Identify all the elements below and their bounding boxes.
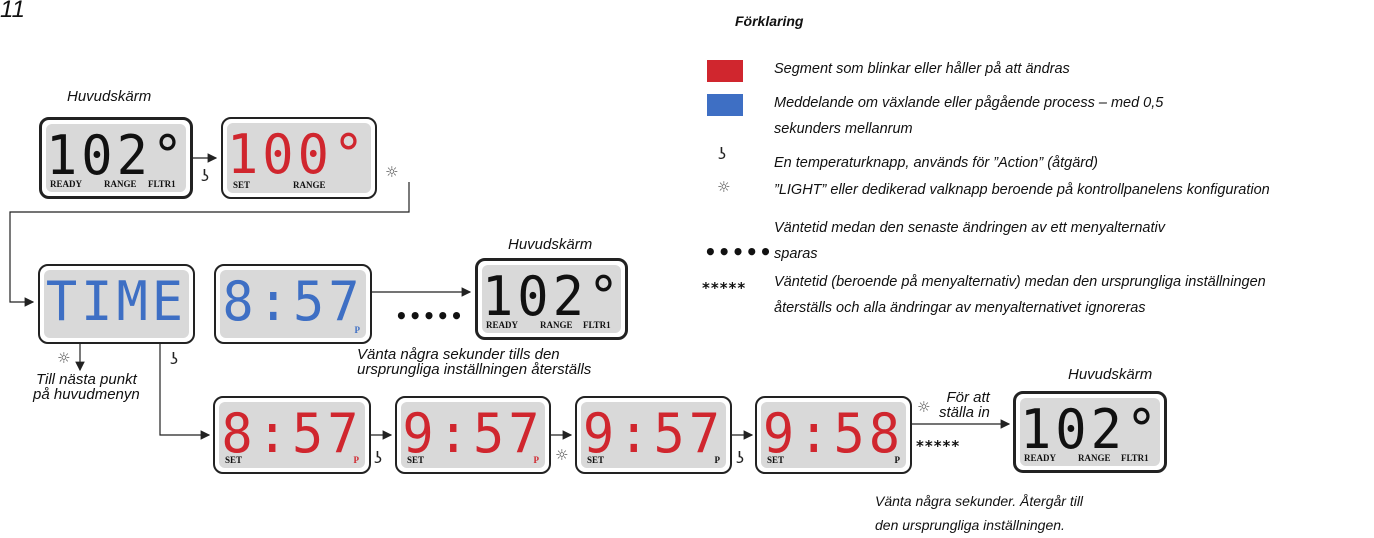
lcd-display-time-value: 8:57 P	[214, 264, 372, 344]
note-line: För att	[946, 389, 990, 406]
lcd-display-set-temp: 100°F SET RANGE	[221, 117, 377, 199]
temperature-button-icon: ʖ	[374, 448, 383, 467]
lcd-label: READY	[486, 320, 519, 330]
note-line: Till nästa punkt	[35, 371, 137, 388]
legend-item-text: Väntetid medan den senaste ändringen av …	[774, 215, 1165, 267]
note-line: Vänta några sekunder. Återgår till	[875, 493, 1084, 509]
light-button-icon: ☼	[917, 398, 931, 416]
lcd-label: RANGE	[293, 180, 326, 190]
lcd-label: RANGE	[1078, 453, 1111, 463]
temperature-button-icon: ʖ	[736, 448, 745, 467]
lcd-label: SET	[225, 455, 243, 465]
note-line: Vänta några sekunder tills den	[357, 346, 560, 363]
note-line: den ursprungliga inställningen.	[875, 517, 1065, 533]
lcd-display-main: 102°F READY RANGE FLTR1	[475, 258, 628, 340]
lcd-label: P	[353, 455, 360, 465]
temperature-button-icon: ʖ	[718, 144, 727, 163]
note-line: på huvudmenyn	[33, 386, 140, 403]
legend-item-text: En temperaturknapp, används för ”Action”…	[774, 155, 1098, 171]
light-button-icon: ☼	[717, 178, 731, 196]
note-wait-restore: Vänta några sekunder tills den ursprungl…	[357, 347, 591, 377]
temperature-button-icon: ʖ	[170, 349, 179, 368]
legend-line: sparas	[774, 246, 818, 262]
lcd-digits: 9:57	[582, 402, 725, 466]
light-button-icon: ☼	[555, 446, 569, 464]
lcd-display-hour-edit: 9:57 SET P	[395, 396, 551, 474]
legend-item-text: Väntetid (beroende på menyalternativ) me…	[774, 269, 1266, 321]
light-button-icon: ☼	[385, 163, 399, 181]
note-next-item: Till nästa punkt på huvudmenyn	[33, 372, 140, 402]
legend-line: Väntetid (beroende på menyalternativ) me…	[774, 274, 1266, 290]
light-button-icon: ☼	[57, 349, 71, 367]
temperature-button-icon: ʖ	[201, 166, 210, 185]
legend-line: sekunders mellanrum	[774, 121, 913, 137]
note-wait-return: Vänta några sekunder. Återgår till den u…	[875, 489, 1083, 537]
note-to-set: För att ställa in	[939, 390, 990, 420]
blue-swatch	[707, 94, 743, 116]
lcd-display-hour-edit: 8:57 SET P	[213, 396, 371, 474]
lcd-label: FLTR1	[148, 179, 176, 189]
wait-dots: •••••	[395, 304, 464, 328]
lcd-display-minute-edit: 9:57 SET P	[575, 396, 732, 474]
lcd-label: READY	[1024, 453, 1057, 463]
caption-main-screen: Huvudskärm	[67, 88, 152, 105]
wait-stars: *****	[916, 437, 961, 455]
note-line: ställa in	[939, 404, 990, 421]
red-swatch	[707, 60, 743, 82]
lcd-label: FLTR1	[583, 320, 611, 330]
lcd-label: SET	[767, 455, 785, 465]
legend-item-text: Segment som blinkar eller håller på att …	[774, 61, 1070, 77]
lcd-digits: 102°F	[482, 265, 621, 329]
lcd-digits: 102°F	[1020, 398, 1160, 462]
lcd-display-time-menu: TIME	[38, 264, 195, 344]
lcd-label: P	[533, 455, 540, 465]
page-number: 11	[0, 0, 25, 23]
lcd-display-minute-edit: 9:58 SET P	[755, 396, 912, 474]
lcd-digits: 9:57	[402, 402, 544, 466]
lcd-label: SET	[587, 455, 605, 465]
lcd-label: READY	[50, 179, 83, 189]
legend-item-text: ”LIGHT” eller dedikerad valknapp beroend…	[774, 182, 1270, 198]
legend-line: Meddelande om växlande eller pågående pr…	[774, 95, 1164, 111]
lcd-label: P	[354, 325, 361, 335]
note-line: ursprungliga inställningen återställs	[357, 361, 592, 378]
lcd-digits: 8:57	[222, 270, 364, 334]
legend-line: återställs och alla ändringar av menyalt…	[774, 300, 1146, 316]
wait-stars: *****	[702, 279, 747, 297]
lcd-label: RANGE	[104, 179, 137, 189]
lcd-display-main: 102°F READY RANGE FLTR1	[1013, 391, 1167, 473]
lcd-digits: 102°F	[46, 124, 186, 188]
legend-item-text: Meddelande om växlande eller pågående pr…	[774, 90, 1163, 142]
lcd-label: RANGE	[540, 320, 573, 330]
legend-title: Förklaring	[735, 13, 804, 29]
lcd-digits: 9:58	[762, 402, 905, 466]
lcd-label: SET	[233, 180, 251, 190]
legend-line: Väntetid medan den senaste ändringen av …	[774, 220, 1165, 236]
caption-main-screen: Huvudskärm	[508, 236, 593, 253]
lcd-label: FLTR1	[1121, 453, 1149, 463]
lcd-display-main: 102°F READY RANGE FLTR1	[39, 117, 193, 199]
caption-main-screen: Huvudskärm	[1068, 366, 1153, 383]
lcd-digits: TIME	[45, 270, 188, 334]
lcd-label: P	[894, 455, 901, 465]
lcd-digits: 8:57	[221, 402, 363, 466]
lcd-digits: 100°F	[227, 123, 371, 187]
wait-dots: •••••	[704, 240, 773, 264]
lcd-label: SET	[407, 455, 425, 465]
lcd-label: P	[714, 455, 721, 465]
